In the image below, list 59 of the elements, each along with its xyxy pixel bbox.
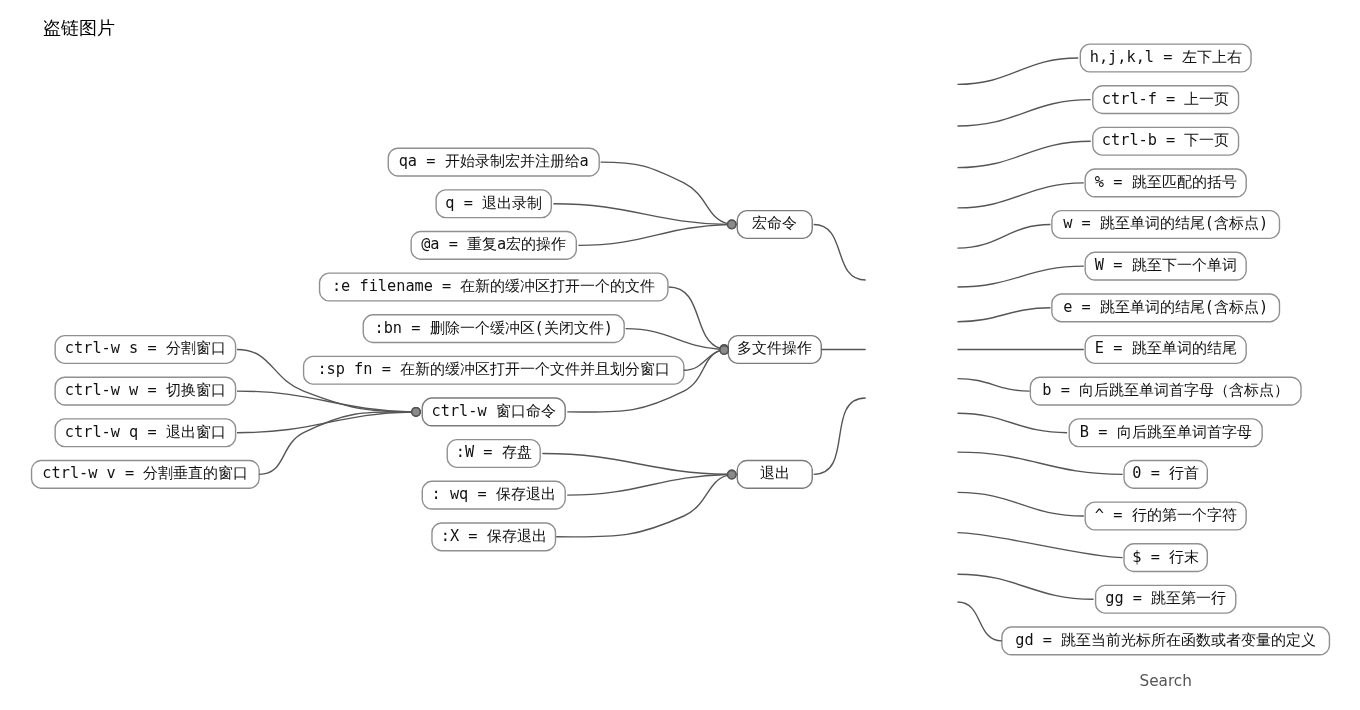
connector <box>956 223 1051 249</box>
connector <box>554 470 737 538</box>
node-box: ctrl-w q = 退出窗口 <box>53 418 236 448</box>
node-box: :e filename = 在新的缓冲区打开一个的文件 <box>318 272 669 302</box>
diagram-title: 盗链图片 <box>42 16 115 38</box>
node-box: 退出 <box>736 459 813 489</box>
connector <box>820 348 866 351</box>
node-box: $ = 行末 <box>1122 543 1208 573</box>
node-box: qa = 开始录制宏并注册给a <box>387 147 600 177</box>
connector <box>956 140 1091 169</box>
node-box: :sp fn = 在新的缓冲区打开一个文件并且划分窗口 <box>302 355 685 385</box>
node-box: E = 跳至单词的结尾 <box>1084 334 1247 365</box>
node-box: ctrl-b = 下一页 <box>1091 126 1239 156</box>
connector <box>956 412 1068 434</box>
node-box: ^ = 行的第一个字符 <box>1084 501 1247 531</box>
connector <box>956 57 1079 86</box>
connector <box>956 348 1084 351</box>
node-box: w = 跳至单词的结尾(含标点) <box>1050 209 1280 240</box>
connector <box>956 451 1123 476</box>
node-box: B = 向后跳至单词首字母 <box>1068 418 1263 448</box>
node-box: h,j,k,l = 左下上右 <box>1079 43 1252 73</box>
node-box: @a = 重复a宏的操作 <box>409 230 577 260</box>
connector <box>812 223 866 281</box>
connector <box>956 98 1091 127</box>
node-box: : wq = 保存退出 <box>421 480 566 510</box>
node-box: gg = 跳至第一行 <box>1094 584 1236 614</box>
connector <box>235 348 421 417</box>
node-box: gd = 跳至当前光标所在函数或者变量的定义 <box>1000 626 1330 656</box>
node-box: 0 = 行首 <box>1122 459 1208 489</box>
connector <box>956 307 1051 323</box>
node-box: :bn = 删除一个缓冲区(关闭文件) <box>362 314 625 344</box>
node-box: ctrl-w 窗口命令 <box>421 397 566 427</box>
node-box: ctrl-w v = 分割垂直的窗口 <box>30 459 260 489</box>
label: Search <box>1138 672 1192 691</box>
connector <box>257 407 421 476</box>
connector <box>956 601 1003 642</box>
node-box: q = 退出录制 <box>434 189 552 219</box>
node-box: b = 向后跳至单词首字母（含标点） <box>1029 376 1302 406</box>
connector <box>235 407 421 434</box>
connector <box>566 469 737 496</box>
node-box: ctrl-w w = 切换窗口 <box>53 376 236 406</box>
connector <box>235 390 421 417</box>
node-box: ctrl-f = 上一页 <box>1091 85 1239 115</box>
node-box: 宏命令 <box>736 209 813 240</box>
node-box: e = 跳至单词的结尾(含标点) <box>1050 293 1280 323</box>
node-box: :W = 存盘 <box>446 438 541 469</box>
connector <box>812 397 866 476</box>
connector <box>956 573 1094 600</box>
node-box: ctrl-w s = 分割窗口 <box>53 334 236 365</box>
node-box: 多文件操作 <box>727 334 822 365</box>
connector <box>956 265 1084 288</box>
node-box: W = 跳至下一个单词 <box>1084 251 1247 281</box>
connector <box>956 531 1123 559</box>
connector <box>956 377 1030 392</box>
connector <box>956 491 1084 517</box>
connector <box>956 182 1084 209</box>
node-box: % = 跳至匹配的括号 <box>1084 168 1247 198</box>
connector <box>541 452 737 480</box>
node-box: :X = 保存退出 <box>430 522 556 552</box>
